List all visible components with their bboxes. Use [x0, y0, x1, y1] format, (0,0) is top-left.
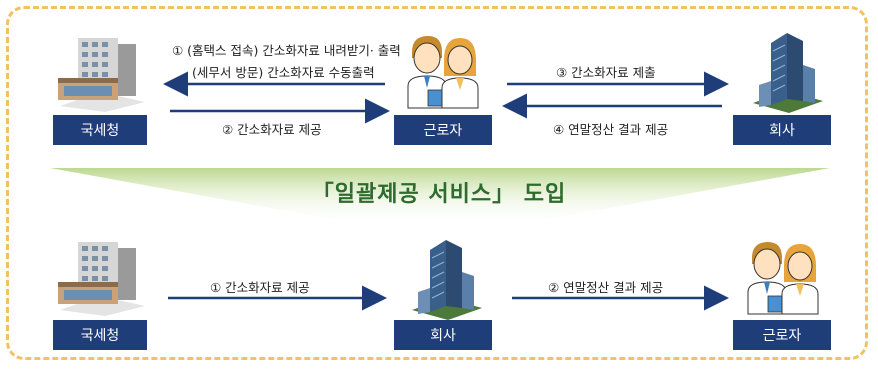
- arrow-b1-label: ① 간소화자료 제공: [210, 280, 310, 295]
- workers-icon-bottom: [747, 242, 819, 315]
- nts-building-icon-bottom: [58, 242, 145, 316]
- label-nts-top: 국세청: [53, 115, 147, 145]
- label-nts-bottom: 국세청: [53, 320, 147, 350]
- workers-icon: [407, 36, 479, 109]
- label-worker-bottom: 근로자: [733, 320, 831, 350]
- dashed-frame: [6, 6, 868, 360]
- diagram-title: 「일괄제공 서비스」 도입: [311, 182, 567, 207]
- arrow-a1-label-line1: ① (홈택스 접속) 간소화자료 내려받기· 출력: [172, 43, 401, 58]
- nts-building-icon: [58, 38, 145, 112]
- arrow-a2-label: ② 간소화자료 제공: [222, 122, 322, 137]
- arrow-a4-label: ④ 연말정산 결과 제공: [553, 122, 669, 137]
- arrow-a3-label: ③ 간소화자료 제출: [556, 65, 656, 80]
- label-company-top: 회사: [733, 115, 831, 145]
- divider-gradient: [50, 168, 830, 226]
- label-company-bottom: 회사: [394, 320, 492, 350]
- label-worker-top: 근로자: [394, 115, 492, 145]
- company-building-icon-bottom: [412, 240, 482, 320]
- company-building-icon: [753, 33, 823, 113]
- arrow-a1-label-line2: (세무서 방문) 간소화자료 수동출력: [192, 65, 375, 80]
- arrow-b2-label: ② 연말정산 결과 제공: [548, 280, 664, 295]
